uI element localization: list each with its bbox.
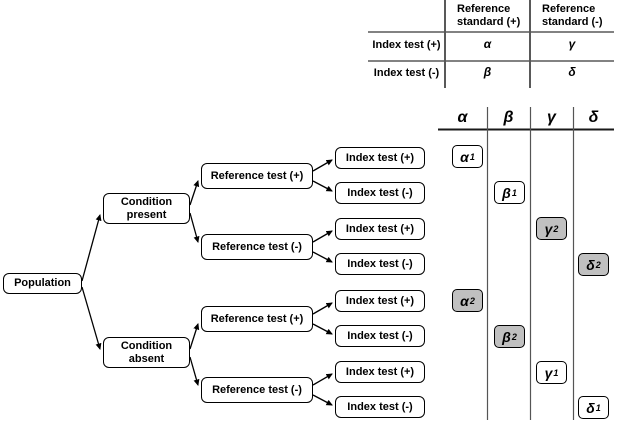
- column-grid-lines: [438, 107, 614, 420]
- tree-edges: [81, 159, 333, 406]
- tree-node-index-test-7: Index test (+): [335, 361, 425, 383]
- table-cell-alpha: α: [483, 36, 492, 51]
- tree-node-condition-present: Condition present: [103, 193, 190, 224]
- tree-node-reference-test-positive-2: Reference test (+): [201, 306, 313, 332]
- tree-node-index-test-6: Index test (-): [335, 325, 425, 347]
- grid-cell-base: γ: [544, 220, 553, 237]
- tree-node-reference-test-negative-1: Reference test (-): [201, 234, 313, 260]
- table-header-reference-standard-positive: Reference standard (+): [457, 3, 521, 28]
- table-cell-gamma: γ: [568, 36, 576, 51]
- column-header-gamma: γ: [547, 109, 556, 126]
- tree-node-reference-test-positive-1: Reference test (+): [201, 163, 313, 189]
- grid-cell-base: α: [460, 292, 469, 309]
- tree-node-index-test-5: Index test (+): [335, 290, 425, 312]
- tree-node-index-test-2: Index test (-): [335, 182, 425, 204]
- grid-cell-base: β: [502, 184, 511, 201]
- column-header-beta: β: [503, 109, 514, 126]
- grid-cell-base: δ: [586, 399, 595, 416]
- tree-node-reference-test-negative-2: Reference test (-): [201, 377, 313, 403]
- tree-node-condition-absent: Condition absent: [103, 337, 190, 368]
- tree-node-index-test-4: Index test (-): [335, 253, 425, 275]
- tree-node-index-test-8: Index test (-): [335, 396, 425, 418]
- tree-node-population: Population: [3, 273, 82, 294]
- tree-node-index-test-3: Index test (+): [335, 218, 425, 240]
- table-row-label-index-test-positive: Index test (+): [372, 38, 441, 51]
- grid-cell-base: β: [502, 328, 511, 345]
- column-header-delta: δ: [588, 109, 599, 126]
- table-row-label-index-test-negative: Index test (-): [373, 66, 440, 79]
- grid-cell-base: δ: [586, 256, 595, 273]
- grid-cell-base: γ: [544, 364, 553, 381]
- tree-node-index-test-1: Index test (+): [335, 147, 425, 169]
- table-grid-lines: [368, 0, 614, 88]
- table-header-reference-standard-negative: Reference standard (-): [542, 3, 603, 28]
- grid-cell-base: α: [460, 148, 469, 165]
- table-cell-delta: δ: [568, 64, 576, 79]
- column-header-alpha: α: [457, 109, 468, 126]
- table-cell-beta: β: [483, 64, 492, 79]
